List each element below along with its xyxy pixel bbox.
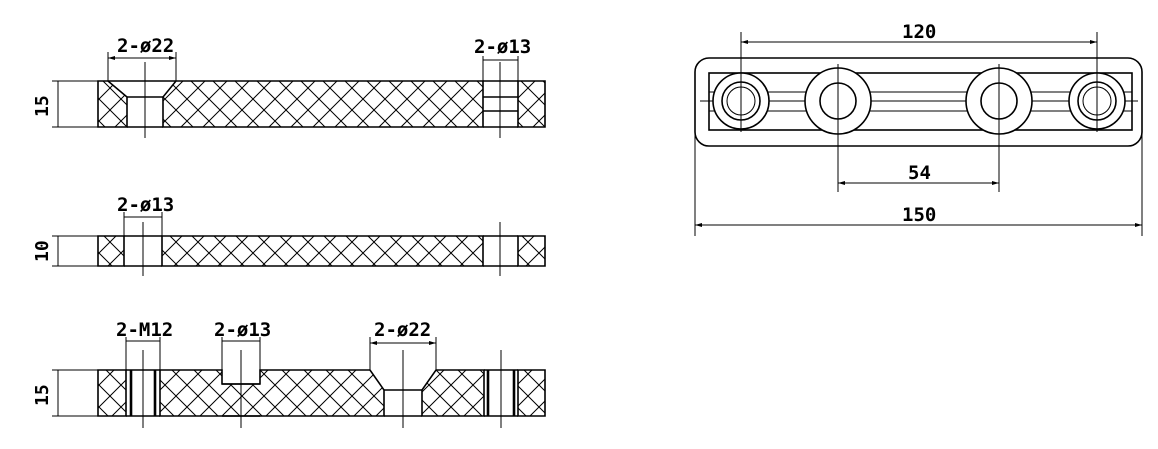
section-c-thickness-label: 15 [32,384,53,406]
section-c-hole-small-label: 2-ø13 [214,319,271,341]
top-view-outer-spacing-label: 120 [902,21,936,43]
section-a-hole-large-label: 2-ø22 [117,35,174,57]
section-b-thickness-label: 10 [32,240,53,262]
section-a-hatch-right [517,80,546,128]
top-view-inner-spacing-label: 54 [908,162,931,184]
top-view-outer-outline [694,57,1143,147]
top-view-overall-length-label: 150 [902,204,936,226]
top-view: 120 54 150 [694,21,1143,236]
section-c-hatch-3 [421,369,485,417]
section-a-hatch-left [97,80,128,128]
section-b: 2-ø13 10 [32,194,546,276]
section-a: 2-ø22 2-ø13 15 [32,35,546,138]
section-a-thickness-label: 15 [32,95,53,117]
section-a-hatch-middle [162,80,484,128]
section-c-hatch-4 [517,369,546,417]
section-b-hatch-middle [161,235,484,267]
section-c-hole-large-label: 2-ø22 [374,319,431,341]
section-c-hatch-1 [97,369,127,417]
section-c: 2-M12 2-ø13 2-ø22 15 [32,319,546,428]
section-c-hatch-2 [159,369,385,417]
section-c-thread-label: 2-M12 [116,319,173,341]
section-b-hatch-left [97,235,125,267]
section-b-hatch-right [517,235,546,267]
section-a-hole-small-label: 2-ø13 [474,36,531,58]
section-b-hole-label: 2-ø13 [117,194,174,216]
